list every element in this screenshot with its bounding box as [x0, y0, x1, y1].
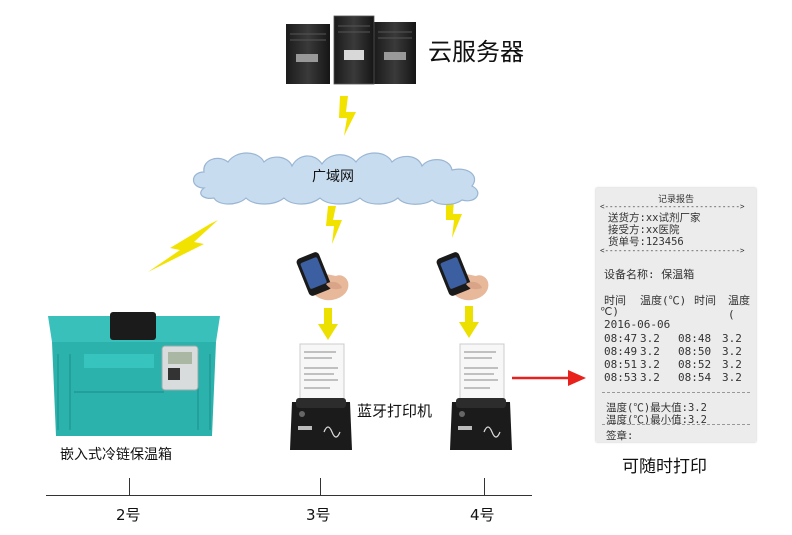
lightning-icon-cooler [148, 220, 218, 272]
receipt-cell-time-a: 08:53 [604, 371, 638, 384]
server-label: 云服务器 [428, 38, 524, 66]
receipt-title: 记录报告 [658, 195, 695, 205]
receipt-divider-2 [602, 424, 750, 425]
arrow-right-icon [512, 370, 586, 386]
axis-tick-3 [320, 478, 321, 495]
axis-tick-2 [129, 478, 130, 495]
receipt-cell-time-b: 08:52 [678, 358, 712, 371]
receipt-cell-temp-b: 3.2 [722, 358, 742, 371]
bluetooth-printer-label: 蓝牙打印机 [357, 402, 433, 420]
receipt-cell-temp-a: 3.2 [640, 358, 660, 371]
receipt-header-wrap: ℃) [600, 305, 619, 318]
axis-label-2: 2号 [116, 506, 141, 524]
receipt-cell-time-a: 08:51 [604, 358, 638, 371]
receipt-cell-time-b: 08:50 [678, 345, 712, 358]
receipt-header-temp-1: 温度(℃) [640, 294, 687, 307]
receipt-min-temp: 温度(℃)最小值:3.2 [606, 414, 707, 426]
phone-hand-icon-4 [436, 252, 489, 301]
phone-hand-icon-3 [296, 252, 349, 301]
bluetooth-printer-image-4 [450, 343, 512, 450]
receipt-cell-time-a: 08:49 [604, 345, 638, 358]
receipt-order-number: 货单号:123456 [608, 236, 684, 248]
axis-tick-4 [484, 478, 485, 495]
receipt-sender: 送货方:xx试剂厂家 [608, 212, 701, 224]
receipt-cell-temp-b: 3.2 [722, 345, 742, 358]
bluetooth-printer-image-3 [290, 343, 352, 450]
cold-chain-box-label: 嵌入式冷链保温箱 [60, 447, 172, 463]
receipt-cell-temp-b: 3.2 [722, 332, 742, 345]
cold-chain-box-image [48, 312, 220, 436]
receipt-cell-temp-a: 3.2 [640, 345, 660, 358]
receipt-cell-time-b: 08:54 [678, 371, 712, 384]
receipt-signature: 签章: [606, 430, 634, 442]
wan-cloud-icon [192, 152, 479, 206]
receipt-separator-bottom: <------------------------------> [600, 246, 745, 255]
lightning-icon-phone-3 [326, 206, 342, 244]
receipt-header-temp-2: 温度( [728, 294, 750, 321]
receipt-header-time-1: 时间 [604, 294, 626, 307]
receipt-date: 2016-06-06 [604, 318, 671, 331]
receipt-cell-temp-a: 3.2 [640, 371, 660, 384]
axis-line [46, 495, 532, 496]
print-anytime-label: 可随时打印 [622, 457, 707, 477]
arrow-down-icon-3 [318, 308, 338, 340]
receipt-cell-time-b: 08:48 [678, 332, 712, 345]
lightning-icon-phone-4 [446, 200, 462, 238]
receipt-separator-top: <------------------------------> [600, 202, 745, 211]
lightning-icon-server [339, 96, 356, 136]
temperature-receipt: 记录报告 <------------------------------> 送货… [596, 188, 756, 442]
axis-label-3: 3号 [306, 506, 331, 524]
axis-label-4: 4号 [470, 506, 495, 524]
receipt-divider [602, 392, 750, 393]
receipt-cell-temp-a: 3.2 [640, 332, 660, 345]
receipt-cell-time-a: 08:47 [604, 332, 638, 345]
receipt-header-time-2: 时间 [694, 294, 716, 307]
wan-label: 广域网 [312, 169, 354, 185]
receipt-cell-temp-b: 3.2 [722, 371, 742, 384]
cloud-server-image [286, 15, 416, 85]
arrow-down-icon-4 [459, 306, 479, 338]
receipt-max-temp: 温度(℃)最大值:3.2 [606, 402, 707, 414]
receipt-receiver: 接受方:xx医院 [608, 224, 680, 236]
receipt-device-name: 设备名称: 保温箱 [604, 268, 695, 281]
